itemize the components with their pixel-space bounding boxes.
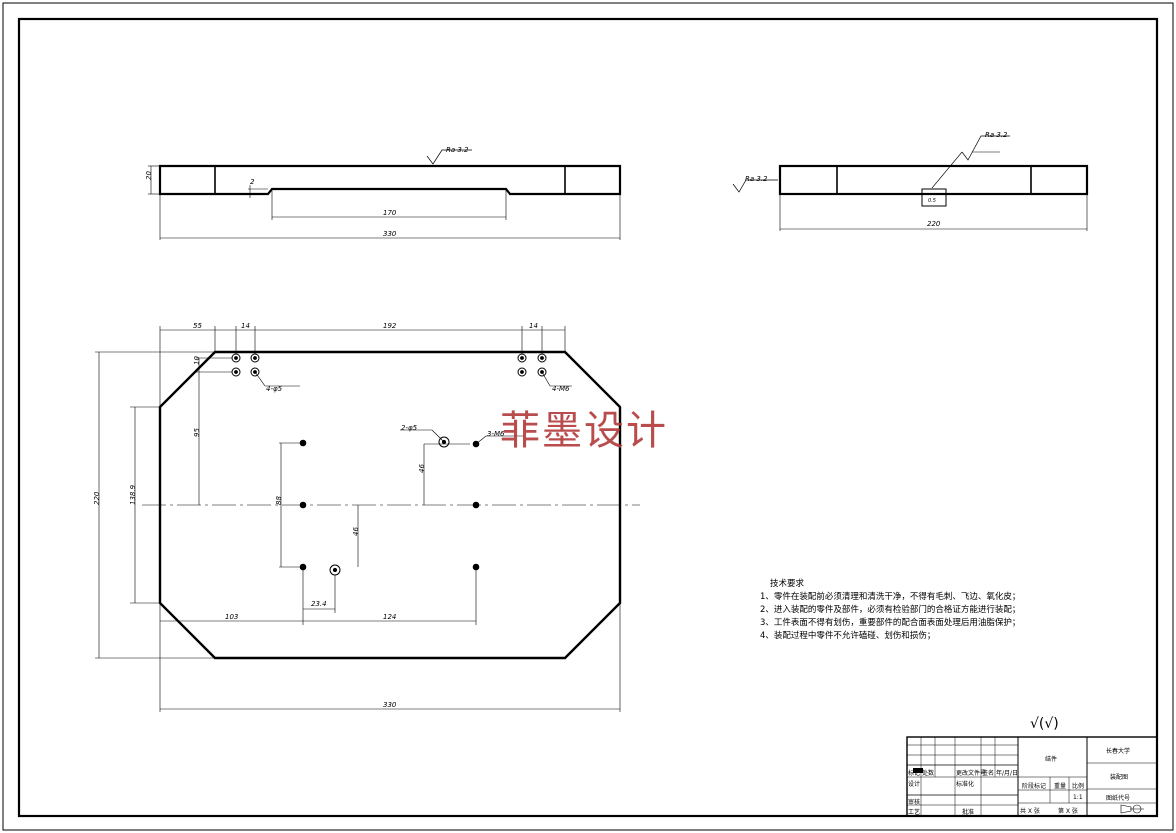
plan-dim-55: 55: [193, 322, 202, 330]
callout-holes-b: 4-M6: [552, 385, 570, 393]
front-dim-height: 20: [145, 171, 153, 180]
title-block: [906, 736, 1158, 817]
front-dim-length: 330: [383, 230, 397, 238]
plan-dim-46-right: 46: [418, 464, 426, 473]
tb-count: 处数: [922, 770, 935, 777]
plan-dim-88: 88: [275, 496, 283, 505]
tb-sheets: 共 X 张: [1020, 808, 1040, 815]
side-view-outline: [778, 164, 1089, 196]
tech-requirement-item: 1、零件在装配前必须清理和清洗干净，不得有毛刺、飞边、氧化皮；: [760, 592, 1021, 602]
plan-dim-124: 124: [383, 613, 396, 621]
inner-border: [17, 17, 1159, 818]
tb-sign: 签名: [982, 770, 995, 777]
general-roughness-symbol: √(√): [1030, 716, 1059, 732]
tb-design: 设计: [908, 781, 921, 788]
roughness-label-side-left: Ra 3.2: [745, 175, 768, 183]
tech-requirement-item: 2、进入装配的零件及部件，必须有检验部门的合格证方能进行装配；: [760, 605, 1021, 615]
plan-view: [95, 326, 640, 712]
side-dim-note: 0.5: [928, 198, 936, 204]
callout-pin: 2-φ5: [401, 424, 418, 432]
tb-standardize: 标准化: [956, 781, 975, 788]
tech-requirement-item: 3、工件表面不得有划伤，重要部件的配合面表面处理后用油脂保护；: [760, 618, 1021, 628]
callout-thread: 3-M6: [487, 430, 505, 438]
side-view: [732, 135, 1089, 231]
front-view-outline: [158, 164, 622, 196]
tech-requirement-item: 4、装配过程中零件不允许磕碰、划伤和损伤；: [760, 631, 936, 641]
watermark: 菲墨设计: [500, 408, 668, 454]
tb-approve: 批准: [962, 809, 975, 816]
side-dim-width: 220: [927, 220, 941, 228]
tb-process: 工艺: [908, 809, 921, 816]
tb-drawing-no: 图纸代号: [1106, 795, 1131, 802]
plan-dim-23-4: 23.4: [311, 600, 327, 608]
tb-scale: 1:1: [1073, 794, 1083, 801]
tb-stage-mark: 阶段标记: [1022, 783, 1047, 790]
callout-holes-a: 4-φ5: [266, 385, 283, 393]
tb-drawing-type: 装配图: [1110, 774, 1129, 781]
plan-dim-bottom: 330: [383, 701, 397, 709]
roughness-label-side-top: Ra 3.2: [985, 131, 1008, 139]
front-dim-step: 2: [250, 178, 255, 186]
tb-part-name: 结件: [1045, 756, 1058, 763]
plan-dim-46-left: 46: [352, 527, 360, 536]
tb-mark: 标记: [908, 770, 921, 777]
tb-change-doc: 更改文件号: [956, 770, 987, 777]
front-view: [148, 149, 622, 240]
plan-dim-inner-height: 138.9: [129, 484, 137, 505]
plan-dim-192: 192: [383, 322, 397, 330]
tb-sheet-no: 第 X 张: [1058, 808, 1078, 815]
tech-requirements-title: 技术要求: [770, 579, 805, 589]
tb-date: 年/月/日: [996, 770, 1019, 777]
plan-dim-10: 10: [193, 356, 201, 365]
plan-dim-103: 103: [225, 613, 238, 621]
tech-requirements: 技术要求 1、零件在装配前必须清理和清洗干净，不得有毛刺、飞边、氧化皮； 2、进…: [760, 578, 1020, 643]
tb-weight: 重量: [1054, 783, 1067, 790]
tb-company: 长春大学: [1106, 748, 1131, 755]
plan-dim-overall-height: 220: [93, 491, 101, 505]
front-dim-slot: 170: [383, 209, 397, 217]
plan-dim-14-right: 14: [529, 322, 538, 330]
tb-review: 审核: [908, 799, 921, 806]
plan-dim-14-left: 14: [241, 322, 250, 330]
plan-view-outline: [158, 350, 622, 660]
tb-ratio: 比例: [1072, 783, 1085, 790]
plan-dim-95: 95: [193, 428, 201, 437]
roughness-label-front: Ra 3.2: [446, 146, 469, 154]
